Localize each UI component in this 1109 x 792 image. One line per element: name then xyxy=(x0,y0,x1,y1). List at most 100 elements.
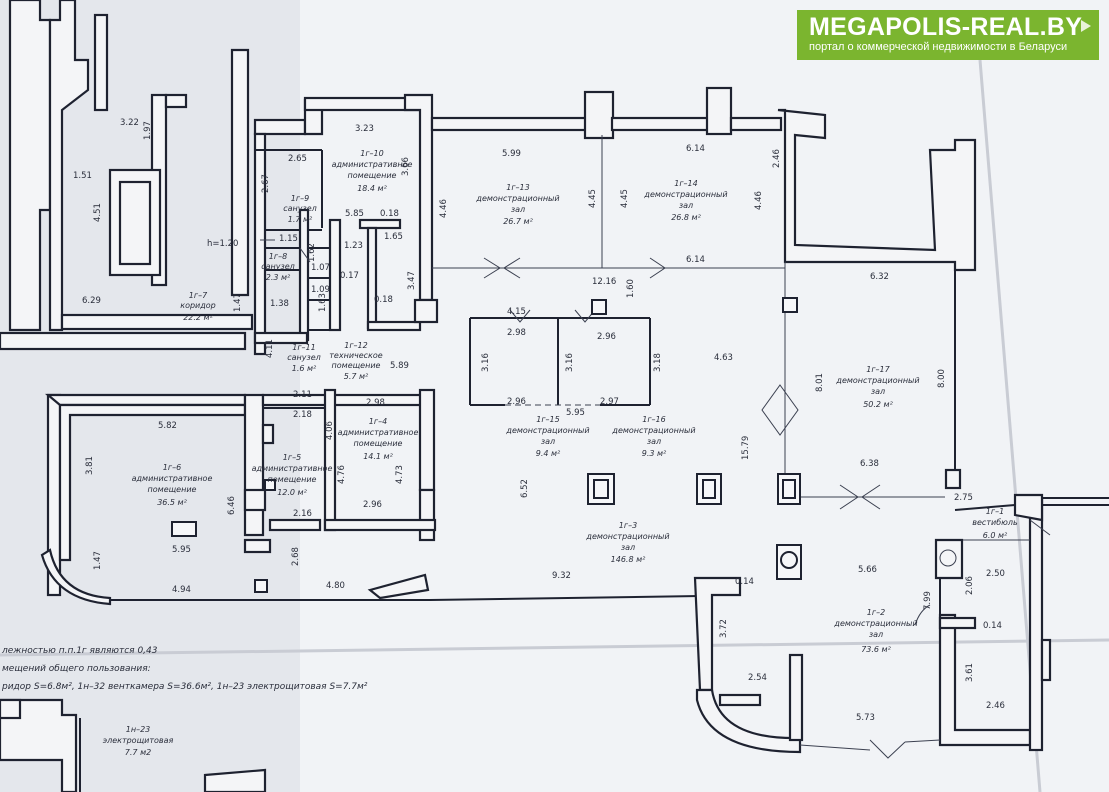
note-line: ридор S=6.8м², 1н–32 венткамера S=36.6м²… xyxy=(1,682,368,692)
svg-text:9.4 м²: 9.4 м² xyxy=(536,449,561,458)
dimension-label: 3.16 xyxy=(481,353,491,372)
dimension-label: 4.94 xyxy=(172,585,191,595)
room-1g-14: 1г–14 демонстрационный зал 26.8 м² xyxy=(643,179,727,222)
room-1g-6: 1г–6 административное помещение 36.5 м² xyxy=(132,463,213,507)
dimension-label: 4.73 xyxy=(395,465,405,484)
dimension-label: 1.38 xyxy=(270,299,289,309)
svg-text:14.1 м²: 14.1 м² xyxy=(363,452,393,461)
dimension-label: 2.96 xyxy=(507,397,526,407)
room-1g-17: 1г–17 демонстрационный зал 50.2 м² xyxy=(835,365,919,409)
dimension-label: 1.09 xyxy=(311,285,330,295)
svg-text:помещение: помещение xyxy=(348,171,397,180)
dimension-label: 0.17 xyxy=(340,271,359,281)
dimension-label: 4.46 xyxy=(754,191,764,210)
svg-text:санузел: санузел xyxy=(283,204,317,213)
dimension-label: 1.62 xyxy=(307,243,317,262)
note-line: лежностью п.п.1г являются 0,43 xyxy=(1,646,158,656)
dimension-label: 4.06 xyxy=(325,421,335,440)
svg-text:зал: зал xyxy=(679,201,693,210)
svg-text:помещение: помещение xyxy=(148,485,197,494)
svg-text:5.7 м²: 5.7 м² xyxy=(344,372,369,381)
logo-subtitle: портал о коммерческой недвижимости в Бел… xyxy=(809,41,1068,53)
svg-text:1г–13: 1г–13 xyxy=(506,183,529,192)
room-1g-3: 1г–3 демонстрационный зал 146.8 м² xyxy=(585,521,669,564)
dimension-label: 1.47 xyxy=(233,293,243,312)
dimension-label: 2.18 xyxy=(293,410,312,420)
dimension-label: 6.14 xyxy=(686,144,705,154)
svg-text:1г–9: 1г–9 xyxy=(291,194,309,203)
dimension-label: 4.45 xyxy=(620,189,630,208)
svg-text:1г–10: 1г–10 xyxy=(360,149,383,158)
svg-text:73.6 м²: 73.6 м² xyxy=(861,645,891,654)
room-1g-11: 1г–11 санузел 1.6 м² xyxy=(287,343,321,373)
svg-text:электрощитовая: электрощитовая xyxy=(103,736,174,745)
svg-text:демонстрационный: демонстрационный xyxy=(475,194,559,203)
dimension-label: 1.65 xyxy=(384,232,403,242)
svg-text:помещение: помещение xyxy=(332,361,381,370)
dimension-label: 3.81 xyxy=(85,456,95,475)
svg-text:вестибюль: вестибюль xyxy=(972,518,1018,527)
svg-text:12.0 м²: 12.0 м² xyxy=(277,488,307,497)
dimension-label: 5.85 xyxy=(345,209,364,219)
dimension-label: 1.47 xyxy=(93,551,103,570)
dimension-label: 8.01 xyxy=(815,373,825,392)
dimension-label: 8.00 xyxy=(937,369,947,388)
room-1g-15: 1г–15 демонстрационный зал 9.4 м² xyxy=(505,415,589,458)
room-1g-8: 1г–8 санузел 2.3 м² xyxy=(261,252,295,282)
dimension-label: 9.32 xyxy=(552,571,571,581)
room-1n-23: 1н–23 электрощитовая 7.7 м2 xyxy=(103,725,174,757)
room-1g-13: 1г–13 демонстрационный зал 26.7 м² xyxy=(475,183,559,226)
svg-text:7.7 м2: 7.7 м2 xyxy=(125,748,151,757)
svg-text:административное: административное xyxy=(252,464,333,473)
dimension-label: 1.51 xyxy=(73,171,92,181)
dimension-label: 2.46 xyxy=(772,149,782,168)
svg-text:1г–3: 1г–3 xyxy=(619,521,637,530)
dimension-label: 2.54 xyxy=(748,673,767,683)
dimension-label: 5.73 xyxy=(856,713,875,723)
svg-text:26.8 м²: 26.8 м² xyxy=(671,213,701,222)
dimension-label: 3.22 xyxy=(120,118,139,128)
dimension-label: 2.75 xyxy=(954,493,973,503)
dimension-label: 1.60 xyxy=(626,279,636,298)
dimension-label: 2.65 xyxy=(288,154,307,164)
dimension-label: 6.14 xyxy=(686,255,705,265)
dimension-label: 3.23 xyxy=(355,124,374,134)
dimension-label: 7.99 xyxy=(923,591,933,610)
dimension-label: 4.45 xyxy=(588,189,598,208)
room-labels: 1г–10 административное помещение 18.4 м²… xyxy=(103,149,1018,757)
svg-text:1г–5: 1г–5 xyxy=(283,453,301,462)
dimension-label: 3.18 xyxy=(653,353,663,372)
dimension-label: 6.46 xyxy=(227,496,237,515)
svg-text:зал: зал xyxy=(647,437,661,446)
dimension-label: 3.66 xyxy=(401,157,411,176)
columns xyxy=(171,297,802,593)
room-1g-9: 1г–9 санузел 1.7 м² xyxy=(283,194,317,224)
dimension-label: 6.38 xyxy=(860,459,879,469)
svg-text:6.0 м²: 6.0 м² xyxy=(983,531,1008,540)
dimension-label: 5.95 xyxy=(172,545,191,555)
svg-text:9.3 м²: 9.3 м² xyxy=(642,449,667,458)
dimension-label: 2.50 xyxy=(986,569,1005,579)
room-1g-16: 1г–16 демонстрационный зал 9.3 м² xyxy=(611,415,695,458)
svg-text:коридор: коридор xyxy=(180,301,216,310)
dimension-label: 3.47 xyxy=(407,271,417,290)
dimension-label: 4.76 xyxy=(337,465,347,484)
dimension-label: 3.61 xyxy=(965,663,975,682)
dimension-label: 4.80 xyxy=(326,581,345,591)
triangle-icon xyxy=(1081,20,1091,32)
svg-text:техническое: техническое xyxy=(329,351,383,360)
svg-text:2.3 м²: 2.3 м² xyxy=(266,273,291,282)
svg-text:зал: зал xyxy=(621,543,635,552)
dimension-label: 2.68 xyxy=(291,547,301,566)
dimension-label: 1.63 xyxy=(318,293,328,312)
svg-text:1г–11: 1г–11 xyxy=(292,343,315,352)
svg-text:26.7 м²: 26.7 м² xyxy=(503,217,533,226)
room-boundaries xyxy=(260,135,1051,759)
dimension-label: 2.11 xyxy=(293,390,312,400)
dimension-label: 3.16 xyxy=(565,353,575,372)
site-logo[interactable]: MEGAPOLIS-REAL.BY портал о коммерческой … xyxy=(797,10,1099,60)
logo-title: MEGAPOLIS-REAL.BY xyxy=(809,13,1083,41)
note-line: мещений общего пользования: xyxy=(2,664,151,674)
dimension-label: 0.14 xyxy=(983,621,1002,631)
